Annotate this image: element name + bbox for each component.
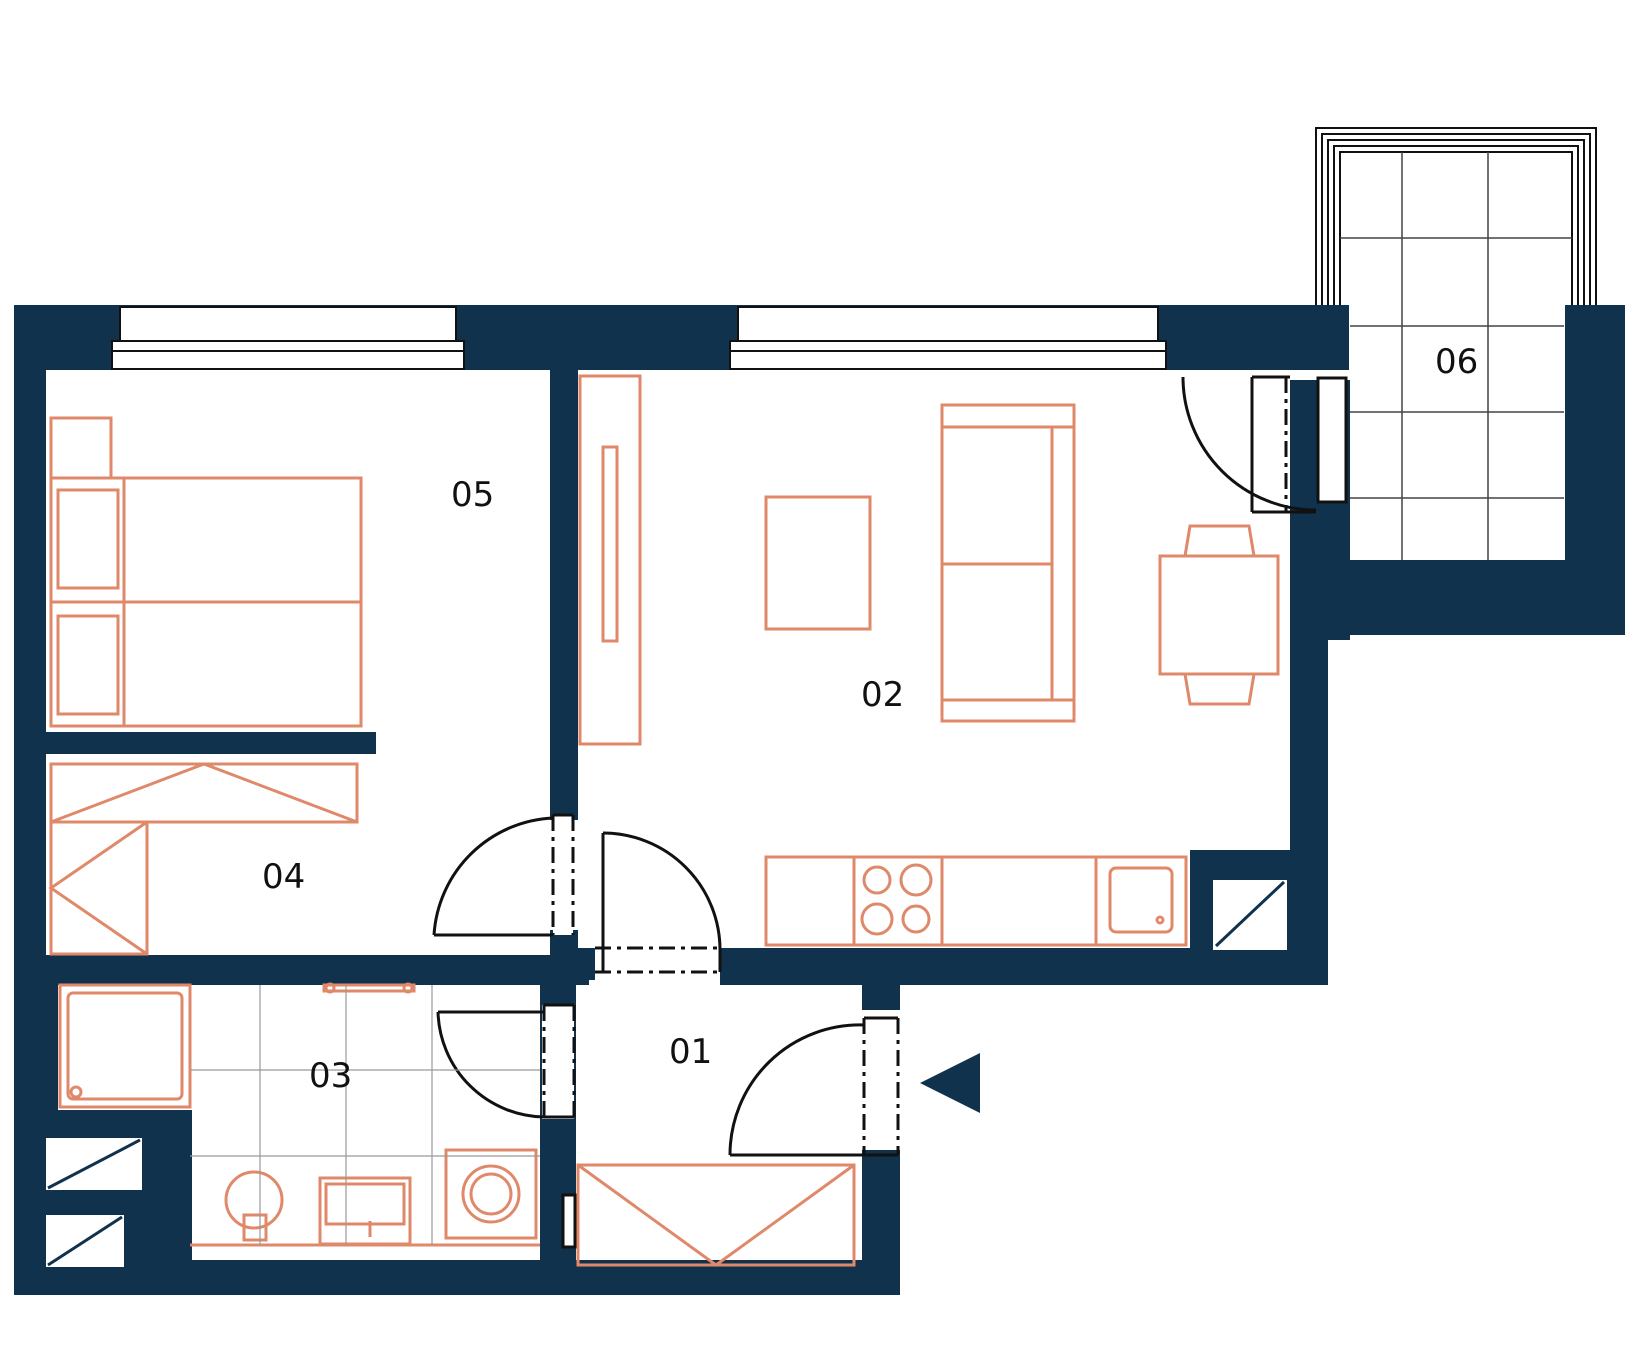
coffee-table xyxy=(764,495,872,631)
shower xyxy=(58,983,192,1109)
room-label-05: 05 xyxy=(451,475,494,515)
room-label-01: 01 xyxy=(669,1032,712,1072)
room-label-06: 06 xyxy=(1435,342,1478,382)
room-labels: 05 02 04 03 01 06 xyxy=(262,342,1478,1096)
doors xyxy=(432,372,1348,1249)
dining-table xyxy=(1158,554,1280,676)
furniture xyxy=(48,374,1280,1267)
balcony xyxy=(1315,127,1597,560)
pillow xyxy=(56,614,120,716)
entrance-triangle-icon xyxy=(920,1053,980,1113)
walls xyxy=(14,305,1625,1295)
balcony-tiles xyxy=(1340,152,1572,560)
room-label-02: 02 xyxy=(861,675,904,715)
nightstand xyxy=(49,416,113,480)
room-label-03: 03 xyxy=(309,1056,352,1096)
room-label-04: 04 xyxy=(262,857,305,897)
kitchen-counter xyxy=(764,855,1188,947)
shafts xyxy=(46,880,1287,1267)
sink xyxy=(1108,866,1174,934)
bath-tiles xyxy=(190,985,540,1245)
windows xyxy=(111,306,1167,370)
toilet xyxy=(224,1170,284,1230)
wardrobe xyxy=(49,820,149,956)
balcony-railing xyxy=(1315,127,1597,305)
washing-machine xyxy=(444,1148,538,1240)
wardrobe xyxy=(49,762,359,824)
pillow xyxy=(56,488,120,590)
hall-wardrobe xyxy=(576,1163,856,1267)
tv xyxy=(601,445,619,643)
vanity xyxy=(318,1176,412,1246)
tv-unit xyxy=(578,374,642,746)
towel-rail xyxy=(322,983,416,993)
